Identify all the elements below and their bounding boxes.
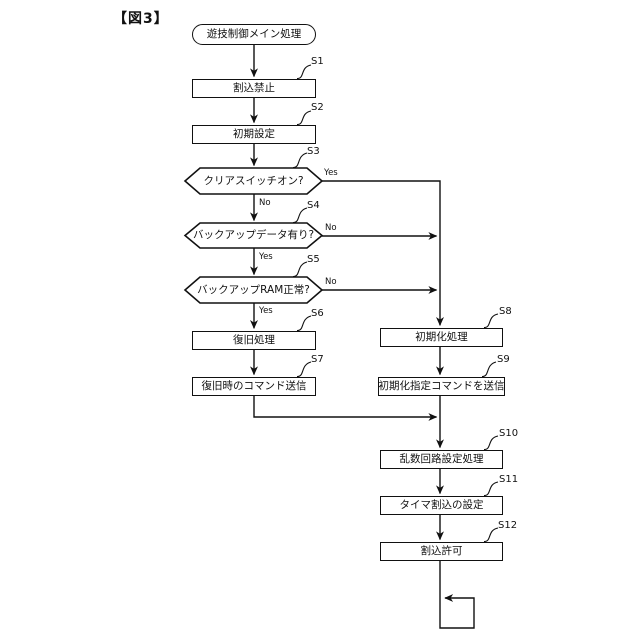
step-label-s4: S4 (307, 200, 320, 211)
branch-label-s4-yes: Yes (259, 252, 273, 262)
decision-s4: バックアップデータ有り? (185, 223, 322, 248)
process-s10-label: 乱数回路設定処理 (399, 453, 484, 466)
process-s2: 初期設定 (192, 125, 316, 144)
figure-label: 【図3】 (113, 11, 169, 27)
decision-s3: クリアスイッチオン? (185, 168, 322, 194)
decision-s4-label: バックアップデータ有り? (192, 229, 315, 242)
step-leader-squiggles (292, 64, 499, 543)
process-s9: 初期化指定コマンドを送信 (378, 377, 505, 396)
step-label-s1: S1 (311, 56, 324, 67)
step-label-s2: S2 (311, 102, 324, 113)
process-s8: 初期化処理 (380, 328, 503, 347)
process-s8-label: 初期化処理 (415, 331, 468, 344)
process-s12-label: 割込許可 (420, 545, 463, 558)
process-s11-label: タイマ割込の設定 (399, 499, 484, 512)
step-label-s12: S12 (498, 520, 518, 531)
process-s2-label: 初期設定 (233, 128, 275, 141)
branch-label-s5-no: No (325, 277, 337, 287)
branch-label-s3-no: No (259, 198, 271, 208)
step-label-s10: S10 (499, 428, 519, 439)
process-s7-label: 復旧時のコマンド送信 (201, 380, 307, 393)
step-label-s8: S8 (499, 306, 512, 317)
process-s9-label: 初期化指定コマンドを送信 (378, 380, 505, 393)
branch-label-s3-yes: Yes (324, 168, 338, 178)
step-label-s9: S9 (497, 354, 510, 365)
endless-loop-symbol (439, 561, 475, 629)
edge-s3-s8-yes (322, 180, 444, 327)
decision-s3-shape (183, 167, 324, 195)
start-terminal-label: 遊技制御メイン処理 (206, 28, 302, 41)
branch-label-s5-yes: Yes (259, 306, 273, 316)
step-label-s11: S11 (499, 474, 519, 485)
decision-s5-label: バックアップRAM正常? (197, 283, 310, 296)
process-s11: タイマ割込の設定 (380, 496, 503, 515)
decision-s4-shape (183, 222, 324, 249)
process-s1: 割込禁止 (192, 79, 316, 98)
step-label-s5: S5 (307, 254, 320, 265)
start-terminal: 遊技制御メイン処理 (192, 24, 316, 45)
process-s10: 乱数回路設定処理 (380, 450, 503, 469)
process-s6-label: 復旧処理 (233, 334, 275, 347)
step-label-s6: S6 (311, 308, 324, 319)
decision-s3-label: クリアスイッチオン? (203, 174, 304, 187)
decision-s5-shape (183, 276, 324, 304)
process-s1-label: 割込禁止 (233, 82, 275, 95)
step-label-s3: S3 (307, 146, 320, 157)
process-s7: 復旧時のコマンド送信 (192, 377, 316, 396)
branch-label-s4-no: No (325, 223, 337, 233)
edge-s7-merge (253, 395, 438, 421)
decision-s5: バックアップRAM正常? (185, 277, 322, 303)
step-label-s7: S7 (311, 354, 324, 365)
process-s12: 割込許可 (380, 542, 503, 561)
process-s6: 復旧処理 (192, 331, 316, 350)
